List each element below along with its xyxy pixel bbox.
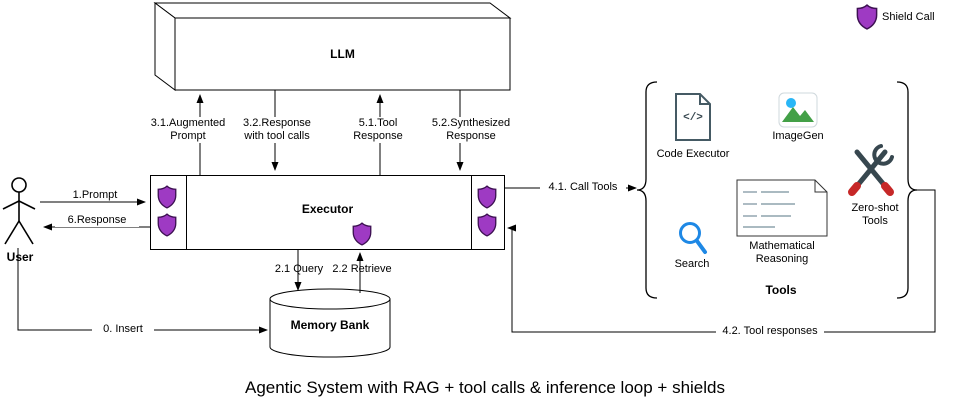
edge-label-retrieve: 2.2 Retrieve [332, 263, 392, 275]
search-icon [679, 222, 707, 254]
shield-icon [477, 185, 497, 209]
user-figure [2, 177, 36, 245]
llm-box-top [153, 2, 512, 19]
memory-bank-top [269, 288, 391, 310]
memory-bank-label: Memory Bank [290, 318, 370, 332]
code-executor-icon [675, 93, 711, 141]
shield-icon [856, 4, 878, 30]
diagram-title: Agentic System with RAG + tool calls & i… [244, 378, 725, 397]
edge-label-call-tools: 4.1. Call Tools [540, 181, 626, 195]
math-reasoning-label: Mathematical Reasoning [749, 240, 815, 266]
edge-insert-line [17, 248, 268, 334]
search-label: Search [674, 258, 710, 270]
shield-icon [157, 213, 177, 237]
tools-right-brace [896, 81, 918, 299]
imagegen-icon [778, 92, 818, 128]
shield-icon [157, 185, 177, 209]
math-reasoning-icon [736, 179, 828, 237]
edge-label-tool-response: 5.1.Tool Response [348, 117, 408, 144]
edge-label-response-with-tool-calls: 3.2.Response with tool calls [237, 117, 317, 144]
edge-label-synthesized-response: 5.2.Synthesized Response [429, 117, 513, 144]
edge-label-prompt: 1.Prompt [72, 189, 118, 201]
llm-box-side [154, 2, 176, 91]
llm-label: LLM [330, 47, 355, 61]
memory-bank-body [269, 298, 391, 358]
edge-label-response: 6.Response [55, 214, 139, 228]
shield-icon [477, 213, 497, 237]
code-executor-label: Code Executor [656, 148, 730, 160]
executor-node: Executor [150, 175, 505, 250]
user-label: User [6, 250, 34, 264]
edge-label-augmented-prompt: 3.1.Augmented Prompt [148, 117, 228, 144]
zero-shot-tools-label: Zero-shot Tools [851, 202, 899, 228]
tools-group-label: Tools [765, 283, 797, 297]
edge-label-insert: 0. Insert [92, 323, 154, 337]
executor-right-divider [471, 176, 472, 249]
edge-label-query: 2.1 Query [274, 263, 324, 275]
tools-left-brace [636, 81, 658, 299]
executor-left-divider [186, 176, 187, 249]
shield-icon [352, 222, 372, 246]
llm-box-front [174, 17, 511, 91]
legend-shield-label: Shield Call [882, 11, 935, 23]
zero-shot-tools-icon [848, 144, 894, 196]
edge-label-tool-responses: 4.2. Tool responses [716, 325, 824, 339]
code-glyph: </> [683, 112, 703, 124]
imagegen-label: ImageGen [772, 130, 824, 142]
executor-label: Executor [301, 202, 354, 216]
